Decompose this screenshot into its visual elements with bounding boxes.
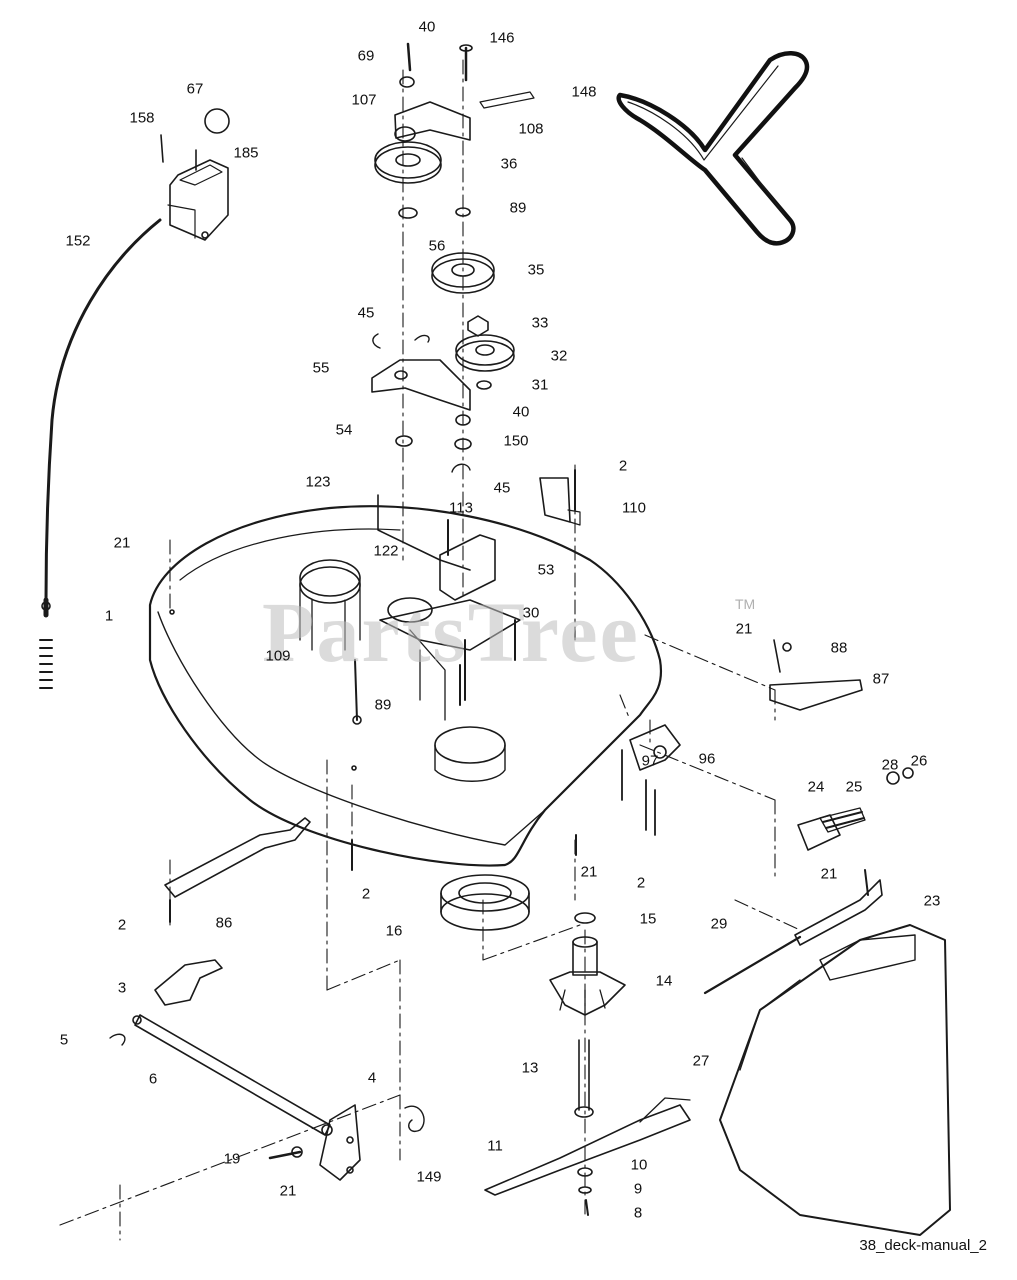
callout-label: 2 (361, 885, 371, 903)
callout-label: 33 (531, 314, 549, 332)
callout-label: 40 (512, 403, 530, 421)
callout-label: 122 (373, 542, 399, 560)
callout-label: 185 (233, 144, 259, 162)
callout-label: 24 (807, 778, 825, 796)
callout-label: 25 (845, 778, 863, 796)
callout-label: 3 (117, 979, 127, 997)
callout-label: 54 (335, 421, 353, 439)
callout-label: 15 (639, 910, 657, 928)
callout-label: 96 (698, 750, 716, 768)
callout-label: 149 (416, 1168, 442, 1186)
callout-label: 19 (223, 1150, 241, 1168)
callout-label: 32 (550, 347, 568, 365)
callout-label: 8 (633, 1204, 643, 1222)
callout-label: 6 (148, 1070, 158, 1088)
callout-label: 113 (449, 499, 473, 517)
callout-label: 110 (622, 499, 646, 517)
partstree-watermark: PartsTree (262, 584, 640, 680)
callout-label: 21 (820, 865, 838, 883)
callout-label: 21 (279, 1182, 297, 1200)
callout-label: 13 (521, 1059, 539, 1077)
callout-label: 152 (65, 232, 91, 250)
callout-label: 4 (367, 1069, 377, 1087)
callout-label: 45 (493, 479, 511, 497)
callout-label: 31 (531, 376, 549, 394)
callout-label: 123 (305, 473, 331, 491)
callout-label: 45 (357, 304, 375, 322)
callout-label: 109 (265, 647, 291, 665)
callout-label: 14 (655, 972, 673, 990)
callout-label: 53 (537, 561, 555, 579)
callout-label: 28 (881, 756, 899, 774)
callout-label: 87 (872, 670, 890, 688)
callout-label: 30 (522, 604, 540, 622)
callout-label: 2 (117, 916, 127, 934)
callout-label: 21 (580, 863, 598, 881)
callout-label: 1 (104, 607, 114, 625)
callout-label: 86 (215, 914, 233, 932)
callout-label: 55 (312, 359, 330, 377)
callout-label: 23 (923, 892, 941, 910)
callout-label: 2 (618, 457, 628, 475)
callout-label: 89 (509, 199, 527, 217)
callout-label: 5 (59, 1031, 69, 1049)
callout-label: 21 (735, 620, 753, 638)
callout-label: 40 (418, 18, 436, 36)
callout-label: 89 (374, 696, 392, 714)
callout-label: 107 (351, 91, 377, 109)
callout-label: 108 (518, 120, 544, 138)
callout-label: 35 (527, 261, 545, 279)
callout-label: 158 (129, 109, 155, 127)
callout-label: 88 (830, 639, 848, 657)
callout-label: 11 (487, 1137, 503, 1155)
callout-label: 10 (630, 1156, 648, 1174)
trademark-mark: TM (735, 596, 756, 612)
callout-label: 9 (633, 1180, 643, 1198)
callout-label: 29 (710, 915, 728, 933)
callout-label: 27 (692, 1052, 710, 1070)
callout-label: 26 (910, 752, 928, 770)
callout-label: 67 (186, 80, 204, 98)
callout-label: 148 (571, 83, 597, 101)
callout-label: 97 (641, 752, 659, 770)
callout-label: 69 (357, 47, 375, 65)
callout-label: 16 (385, 922, 403, 940)
callout-label: 56 (428, 237, 446, 255)
callout-label: 2 (636, 874, 646, 892)
callout-label: 21 (113, 534, 131, 552)
callout-label: 36 (500, 155, 518, 173)
callout-label: 150 (503, 432, 529, 450)
diagram-caption: 38_deck-manual_2 (859, 1237, 987, 1254)
callout-label: 146 (489, 29, 515, 47)
